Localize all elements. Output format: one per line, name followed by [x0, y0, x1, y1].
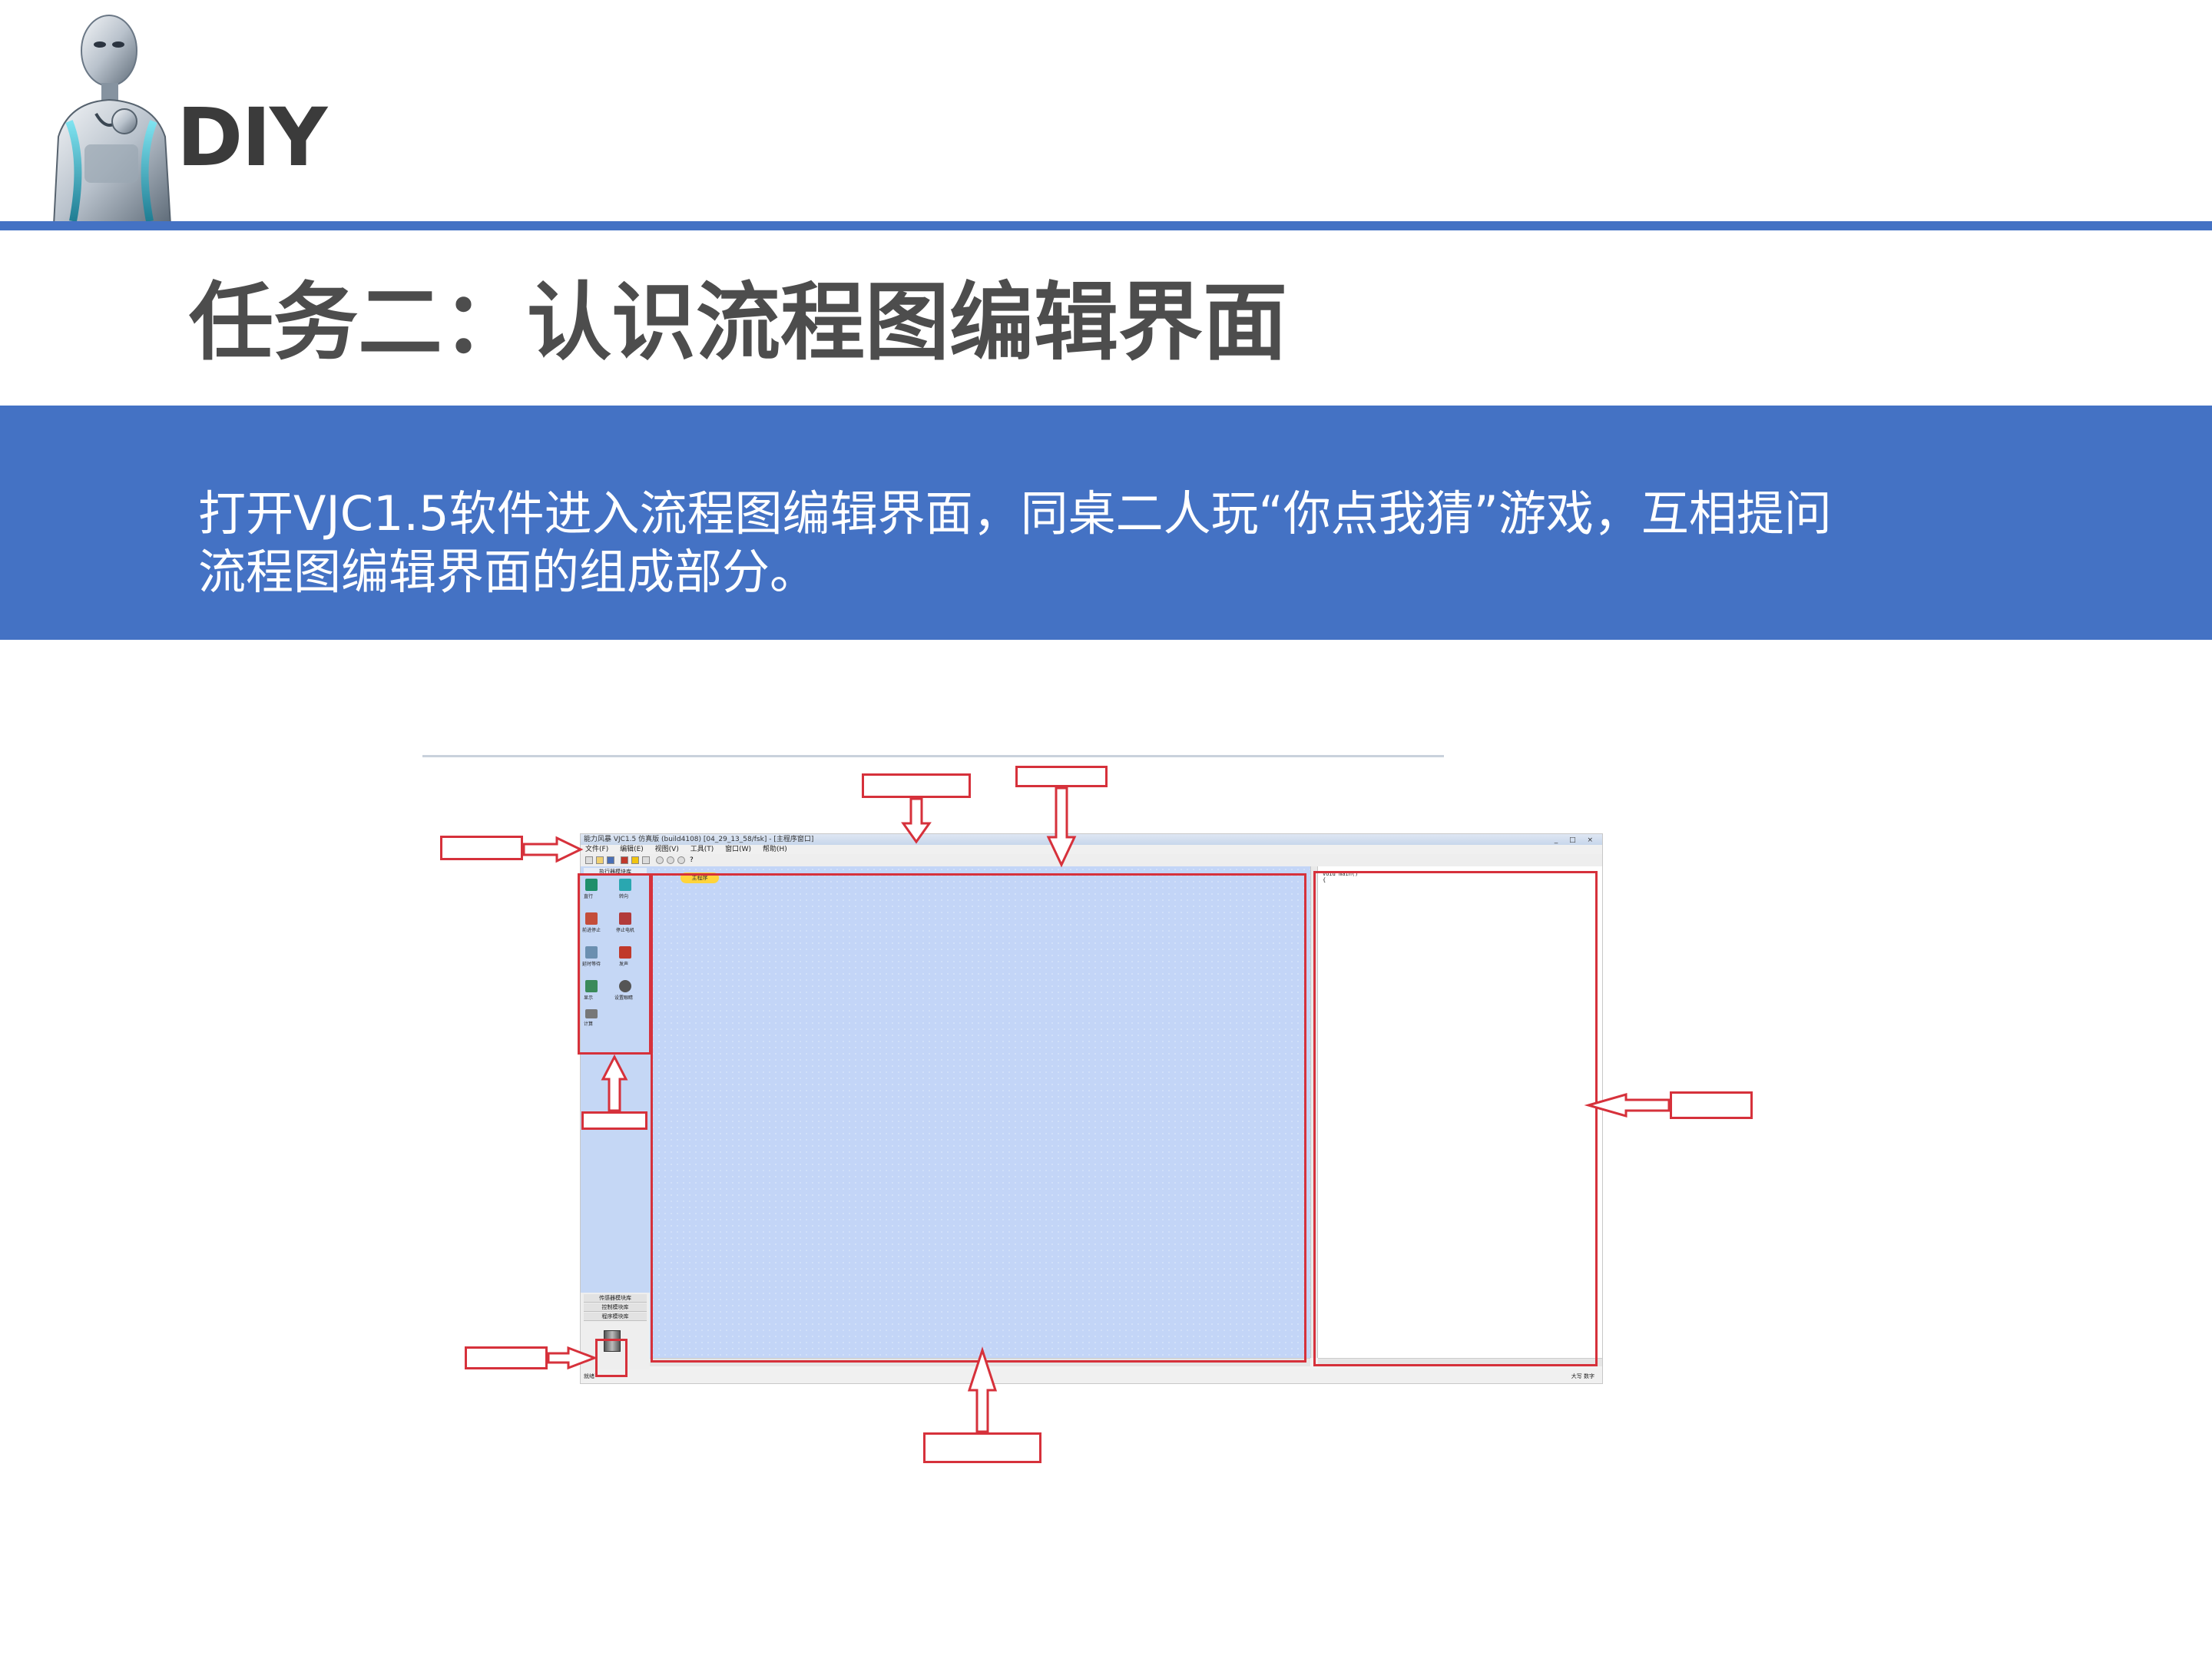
- status-indicators: 大写 数字: [1571, 1373, 1594, 1379]
- arrow-up-icon: [601, 1054, 628, 1112]
- label-box-titlebar: [862, 773, 971, 798]
- eyes-icon[interactable]: [619, 980, 631, 992]
- status-bar: 就绪 大写 数字: [581, 1369, 1602, 1383]
- palette-label: 停止电机: [616, 928, 635, 933]
- palette-label: 发声: [619, 962, 629, 967]
- robot-logo-graphic: [52, 15, 172, 226]
- battery-icon[interactable]: [604, 1330, 621, 1352]
- arrow-right-icon: [522, 836, 584, 863]
- download-icon[interactable]: [621, 856, 628, 864]
- code-horizontal-scrollbar[interactable]: [1318, 1358, 1602, 1366]
- menu-view[interactable]: 视图(V): [654, 846, 679, 853]
- brand-text: DIY: [177, 91, 327, 184]
- palette-label: 转向: [619, 894, 629, 899]
- code-window[interactable]: void main() {: [1318, 866, 1602, 1358]
- palette-label: 计算: [584, 1022, 594, 1027]
- calc-icon[interactable]: [585, 1009, 598, 1018]
- new-file-icon[interactable]: [585, 856, 593, 864]
- palette-label: 设置眼睛: [614, 995, 634, 1001]
- robot-logo: [38, 6, 184, 226]
- arrow-up-icon: [967, 1346, 998, 1433]
- delay-icon[interactable]: [585, 946, 598, 959]
- instruction-banner: [0, 406, 2212, 640]
- zoom-in-icon[interactable]: [656, 856, 664, 864]
- palette-highlight-box: [578, 873, 651, 1055]
- software-screenshot: 能力风暴 VJC1.5 仿真版 (build4108) [04_29_13_58…: [580, 833, 1603, 1384]
- zoom-out-icon[interactable]: [667, 856, 674, 864]
- zoom-fit-icon[interactable]: [677, 856, 685, 864]
- window-title: 能力风暴 VJC1.5 仿真版 (build4108) [04_29_13_58…: [584, 836, 814, 843]
- code-highlight-box: [1313, 871, 1598, 1366]
- turn-icon[interactable]: [619, 879, 631, 891]
- palette-label: 显示: [584, 995, 594, 1001]
- label-box-toolbar: [1015, 766, 1108, 787]
- arrow-left-icon: [1584, 1093, 1671, 1118]
- menu-tools[interactable]: 工具(T): [690, 846, 714, 853]
- window-controls[interactable]: _ □ ×: [1554, 836, 1598, 844]
- status-text: 就绪: [584, 1373, 594, 1379]
- help-icon[interactable]: ?: [690, 856, 694, 864]
- arrow-down-icon: [1046, 786, 1077, 868]
- table-icon[interactable]: [642, 856, 650, 864]
- palette-title: 执行器模块库: [584, 868, 647, 876]
- tab-sensor-modules[interactable]: 传感器模块库: [584, 1294, 647, 1303]
- label-box-menubar: [440, 836, 523, 860]
- window-titlebar: 能力风暴 VJC1.5 仿真版 (build4108) [04_29_13_58…: [581, 834, 1602, 845]
- open-folder-icon[interactable]: [596, 856, 604, 864]
- straight-icon[interactable]: [585, 879, 598, 891]
- save-icon[interactable]: [607, 856, 614, 864]
- label-box-code: [1670, 1091, 1753, 1119]
- motor-stop-icon[interactable]: [619, 912, 631, 925]
- page-title: 任务二：认识流程图编辑界面: [189, 273, 1287, 372]
- code-text: void main() {: [1323, 871, 1359, 883]
- menu-bar: 文件(F) 编辑(E) 视图(V) 工具(T) 窗口(W) 帮助(H): [581, 845, 1602, 854]
- label-box-battery: [465, 1346, 548, 1369]
- tab-program-modules[interactable]: 程序模块库: [584, 1313, 647, 1321]
- arrow-down-icon: [901, 797, 932, 844]
- tab-control-modules[interactable]: 控制模块库: [584, 1303, 647, 1312]
- palette-label: 前进停止: [582, 928, 601, 933]
- sound-icon[interactable]: [619, 946, 631, 959]
- run-icon[interactable]: [631, 856, 639, 864]
- menu-file[interactable]: 文件(F): [585, 846, 609, 853]
- screenshot-top-line: [422, 755, 1444, 757]
- header-rule: [0, 221, 2212, 230]
- display-icon[interactable]: [585, 980, 598, 992]
- menu-edit[interactable]: 编辑(E): [620, 846, 644, 853]
- instruction-line-2: 流程图编辑界面的组成部分。: [198, 544, 818, 600]
- stop-icon[interactable]: [585, 912, 598, 925]
- arrow-right-icon: [547, 1346, 598, 1370]
- label-box-palette: [581, 1111, 647, 1130]
- menu-window[interactable]: 窗口(W): [725, 846, 752, 853]
- label-box-canvas: [923, 1432, 1041, 1463]
- flowchart-canvas[interactable]: 主程序: [650, 866, 1310, 1358]
- instruction-line-1: 打开VJC1.5软件进入流程图编辑界面，同桌二人玩“你点我猜”游戏，互相提问: [198, 485, 1832, 541]
- palette-label: 直行: [584, 894, 594, 899]
- menu-help[interactable]: 帮助(H): [762, 846, 787, 853]
- palette-label: 延时等待: [582, 962, 601, 967]
